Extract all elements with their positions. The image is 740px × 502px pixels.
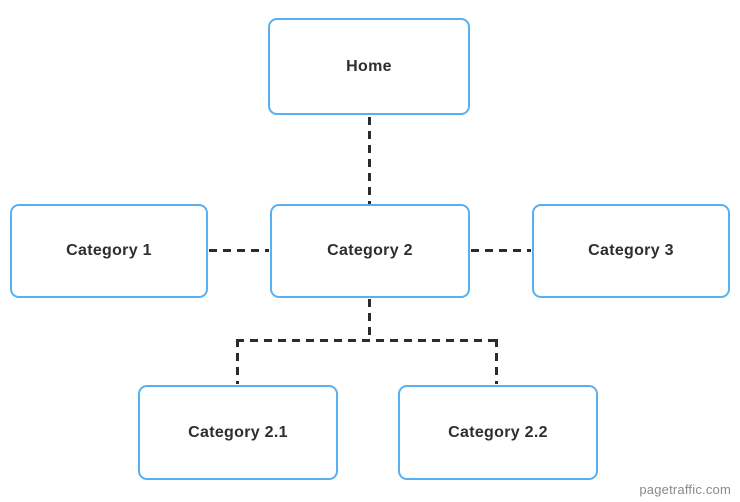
connector-home-category2 [368,117,371,204]
node-category-3-label: Category 3 [588,242,674,259]
node-category-2-1: Category 2.1 [138,385,338,480]
node-home: Home [268,18,470,115]
watermark-text: pagetraffic.com [639,482,731,497]
node-category-2-2: Category 2.2 [398,385,598,480]
connector-branch-category21 [236,339,239,384]
node-category-2-2-label: Category 2.2 [448,423,548,441]
connector-branch-category22 [495,339,498,384]
connector-category1-category2 [209,249,269,252]
connector-branch-horizontal [236,339,498,342]
connector-category2-category3 [471,249,531,252]
node-category-1: Category 1 [10,204,208,298]
connector-category2-branch-stem [368,299,371,340]
node-category-2: Category 2 [270,204,470,298]
node-category-2-1-label: Category 2.1 [188,423,288,441]
node-category-3: Category 3 [532,204,730,298]
node-home-label: Home [346,57,392,75]
node-category-2-label: Category 2 [327,242,413,259]
node-category-1-label: Category 1 [66,242,152,259]
